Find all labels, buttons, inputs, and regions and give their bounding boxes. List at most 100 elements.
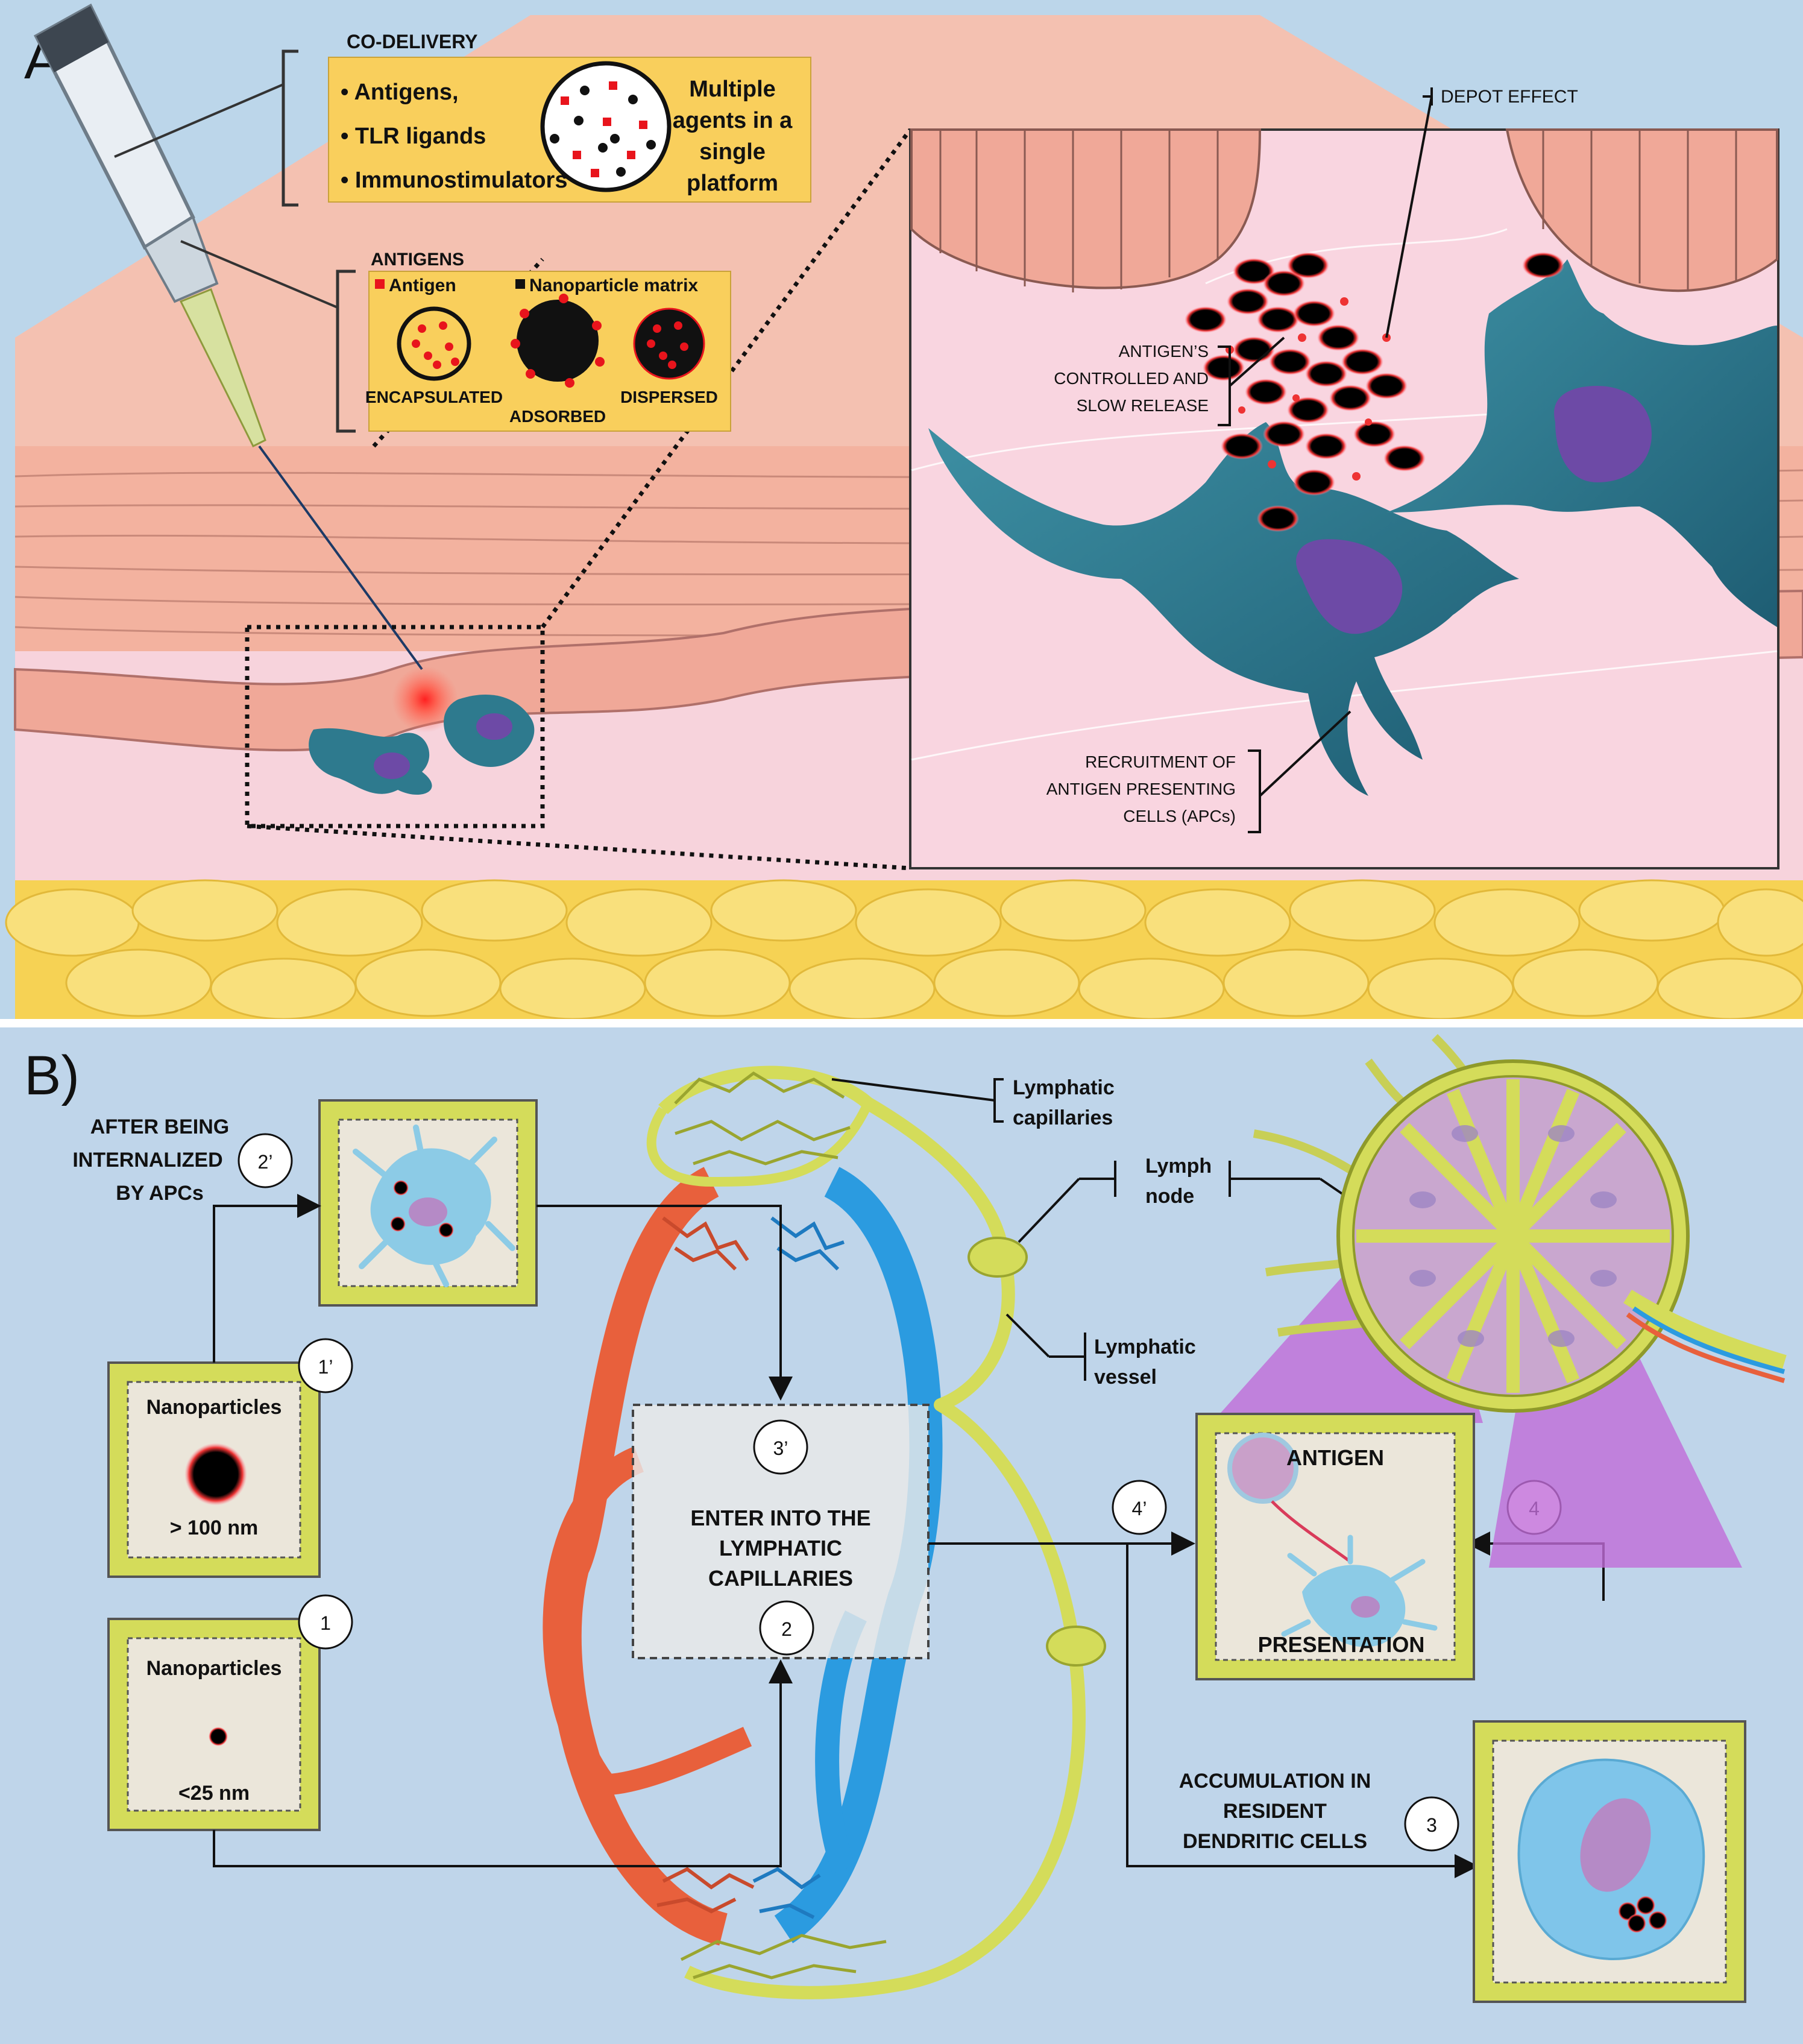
panel-b: B) [0, 1027, 1803, 2044]
np-small-size: <25 nm [178, 1782, 250, 1805]
codelivery-right-1: Multiple [689, 77, 776, 102]
recruit-line-1: RECRUITMENT OF [1085, 752, 1236, 771]
zoom-source-box [245, 625, 545, 828]
dispersed-particle [633, 308, 705, 380]
center-box: ENTER INTO THE LYMPHATIC CAPILLARIES 3’ … [632, 1404, 930, 1659]
injection-depot [392, 666, 458, 733]
type-dispersed: DISPERSED [620, 388, 718, 406]
accumulation-line-1: ACCUMULATION IN [1179, 1770, 1371, 1793]
internalized-line-2: INTERNALIZED [72, 1149, 222, 1172]
np-large-title: Nanoparticles [146, 1396, 282, 1419]
depot-label: DEPOT EFFECT [1441, 87, 1578, 107]
fat-cells [5, 879, 1803, 1020]
type-encapsulated: ENCAPSULATED [365, 388, 503, 406]
epithelium-right [1505, 128, 1778, 292]
t-cell [1227, 1433, 1298, 1504]
type-adsorbed: ADSORBED [509, 407, 606, 426]
codelivery-bullet-1: • Antigens, [341, 80, 459, 105]
antigen-box-bottom: PRESENTATION [1258, 1632, 1425, 1657]
apc-internalized-box [318, 1099, 538, 1307]
np-large-particle [184, 1443, 247, 1506]
zoom-inset: DEPOT EFFECT ANTIGEN’S CONTROLLED AND SL… [909, 87, 1779, 869]
codelivery-bullet-2: • TLR ligands [341, 124, 486, 149]
syringe [34, 3, 423, 670]
small-apcs [309, 694, 535, 795]
lymph-vessel-2: vessel [1094, 1366, 1157, 1389]
efferent-lymphatic [1623, 1289, 1787, 1371]
antigens-title: ANTIGENS [371, 250, 464, 270]
step-4p-badge [1112, 1480, 1167, 1535]
release-line-2: CONTROLLED AND [1054, 369, 1209, 388]
lymph-node-1: Lymph [1145, 1155, 1212, 1178]
epithelium-left [910, 128, 1262, 289]
codelivery-title: CO-DELIVERY [347, 31, 478, 52]
legend-antigen: Antigen [389, 276, 456, 295]
antigen-presentation-box: ANTIGEN PRESENTATION [1195, 1413, 1475, 1680]
antigen-box-top: ANTIGEN [1286, 1445, 1384, 1470]
step-2p: 2’ [258, 1151, 273, 1173]
apc-nucleus-right [1554, 386, 1652, 482]
apc-cell-large [928, 422, 1519, 796]
needle [258, 445, 423, 670]
accumulation-line-3: DENDRITIC CELLS [1183, 1830, 1367, 1853]
step-1p-badge [298, 1338, 353, 1393]
multiagent-dots [550, 81, 656, 177]
np-large-box: Nanoparticles > 100 nm [107, 1361, 321, 1578]
step-1: 1 [320, 1612, 331, 1634]
multiagent-particle [540, 61, 672, 192]
center-line-3: CAPILLARIES [708, 1566, 853, 1591]
release-line-1: ANTIGEN’S [1119, 342, 1209, 361]
adsorbed-particle [517, 300, 599, 382]
step-3p-badge [753, 1419, 808, 1475]
resident-dc-nucleus [1580, 1798, 1651, 1892]
recruit-line-2: ANTIGEN PRESENTING [1046, 780, 1236, 798]
lymph-node-small-1 [968, 1237, 1028, 1278]
resident-dc-particles [1618, 1896, 1667, 1933]
np-small-box: Nanoparticles <25 nm [107, 1618, 321, 1831]
lymph-capillaries-1: Lymphatic [1013, 1076, 1115, 1099]
np-large-size: > 100 nm [170, 1516, 258, 1539]
step-1-badge [298, 1594, 353, 1650]
matrix-legend-swatch [515, 279, 525, 289]
step-2-badge [759, 1600, 814, 1656]
codelivery-box: CO-DELIVERY • Antigens, • TLR ligands • … [114, 31, 811, 207]
antigens-box: ANTIGENS Antigen Nanoparticle matrix ENC… [180, 240, 731, 433]
release-line-3: SLOW RELEASE [1077, 396, 1209, 415]
panel-a: A) CO-DELIVERY • Antigens, [0, 0, 1803, 1020]
codelivery-right-4: platform [687, 171, 778, 196]
codelivery-bullet-3: • Immunostimulators [341, 168, 567, 193]
panel-divider [0, 1019, 1803, 1027]
lymph-node-2: node [1145, 1185, 1194, 1208]
lymphatic-capillaries-net [674, 1071, 887, 1979]
legend-matrix: Nanoparticle matrix [529, 276, 698, 295]
recruit-line-3: CELLS (APCs) [1123, 807, 1236, 825]
step-2: 2 [781, 1618, 792, 1640]
step-3: 3 [1426, 1814, 1437, 1836]
lymph-node-large [1212, 1034, 1787, 1568]
step-1p: 1’ [318, 1356, 333, 1378]
resident-dc-box [1473, 1720, 1746, 2003]
antigen-legend-swatch [375, 279, 385, 289]
step-3p: 3’ [773, 1437, 788, 1459]
depot-nanoparticles [1185, 252, 1564, 532]
codelivery-right-2: agents in a [673, 108, 793, 133]
np-small-title: Nanoparticles [146, 1657, 282, 1680]
step-4p: 4’ [1132, 1498, 1147, 1519]
flow-arrows [213, 1194, 1605, 1878]
internalized-line-1: AFTER BEING [90, 1115, 229, 1138]
lymph-capillaries-2: capillaries [1013, 1106, 1113, 1129]
lymph-node-small-2 [1046, 1626, 1106, 1667]
panel-b-label: B) [24, 1045, 80, 1106]
apc-nucleus-large [1296, 539, 1403, 634]
accumulation-line-2: RESIDENT [1223, 1800, 1327, 1823]
np-small-particle [209, 1727, 228, 1746]
encapsulated-particle [397, 306, 471, 381]
internalized-line-3: BY APCs [116, 1182, 204, 1205]
lymph-vessel-1: Lymphatic [1094, 1336, 1196, 1358]
center-line-2: LYMPHATIC [719, 1536, 842, 1560]
step-3-badge [1404, 1796, 1459, 1852]
step-2p-badge [238, 1133, 293, 1188]
codelivery-right-3: single [699, 139, 766, 165]
center-line-1: ENTER INTO THE [690, 1506, 870, 1530]
